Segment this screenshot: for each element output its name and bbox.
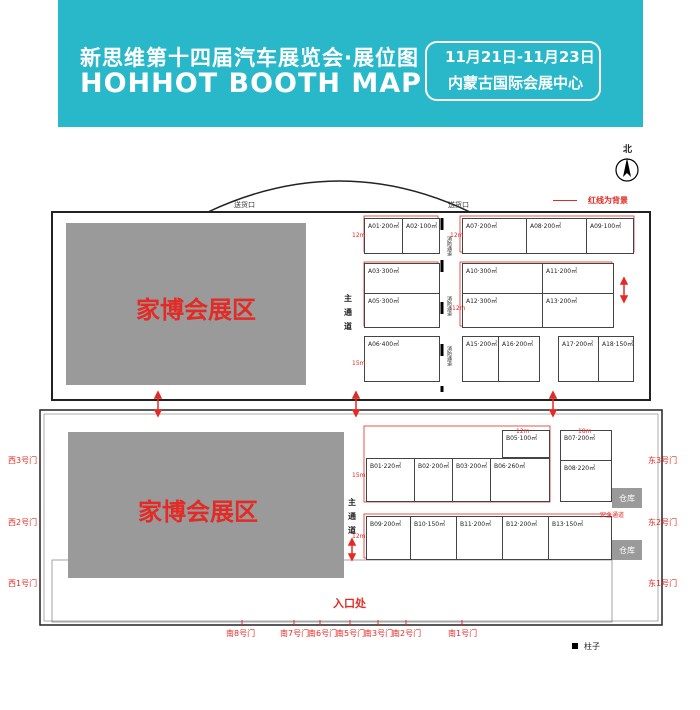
door-south7: 南7号门 [280,629,310,638]
booth-B08[interactable]: B08·220㎡ [560,460,612,502]
title-cn: 新思维第十四届汽车展览会·展位图 [80,46,419,70]
main-aisle-label-top: 主 通 道 [344,294,352,331]
booth-A10[interactable]: A10·300㎡ [462,263,544,295]
north-arrow-icon [615,158,639,182]
booth-B12[interactable]: B12·200㎡ [502,516,550,560]
title-en: HOHHOT BOOTH MAP [80,68,422,99]
booth-A05[interactable]: A05·300㎡ [364,293,440,328]
event-dates: 11月21日-11月23日 [445,48,595,66]
fire-lane-label-3: 消防通道 [446,346,452,366]
dim-label: 12m [352,533,366,540]
dim-label: 12m [452,305,466,312]
main-aisle-label-bottom: 主 通 道 [348,498,356,535]
door-east2: 东2号门 [648,518,678,527]
booth-A13[interactable]: A13·200㎡ [542,293,614,328]
red-line-legend-label: 红线为背景 [588,196,628,205]
booth-B01[interactable]: B01·220㎡ [366,458,416,502]
door-west2: 西2号门 [8,518,38,527]
door-west3: 西3号门 [8,456,38,465]
home-expo-zone-top [66,223,306,385]
date-box [425,41,601,101]
door-south8: 南8号门 [226,629,256,638]
storage-room-2: 仓库 [612,540,642,560]
booth-B06[interactable]: B06·260㎡ [490,458,550,502]
booth-A18[interactable]: A18·150㎡ [598,336,634,382]
dim-label: 15m [352,360,366,367]
home-expo-label-bottom: 家博会展区 [138,498,258,526]
door-south2: 南2号门 [392,629,422,638]
booth-A01[interactable]: A01·200㎡ [364,218,404,254]
home-expo-zone-bottom [68,432,344,578]
dim-label: 15m [352,472,366,479]
door-south5: 南5号门 [336,629,366,638]
booth-A09[interactable]: A09·100㎡ [586,218,634,254]
loading-dock-right: 送货口 [448,201,469,209]
door-east1: 东1号门 [648,579,678,588]
booth-A06[interactable]: A06·400㎡ [364,336,440,382]
booth-B02[interactable]: B02·200㎡ [414,458,454,502]
event-venue: 内蒙古国际会展中心 [448,74,584,92]
dim-label: 12m [352,232,366,239]
dim-label: 18m [578,428,592,435]
fire-lane-label-2: 消防通道 [446,296,452,316]
header-banner [58,0,643,127]
door-south1: 南1号门 [448,629,478,638]
storage-room-1: 仓库 [612,488,642,508]
dim-label: 12m [450,232,464,239]
booth-A07[interactable]: A07·200㎡ [462,218,528,254]
booth-B03[interactable]: B03·200㎡ [452,458,492,502]
booth-A08[interactable]: A08·200㎡ [526,218,588,254]
booth-A17[interactable]: A17·200㎡ [558,336,600,382]
dim-label: 12m [516,428,530,435]
booth-B07[interactable]: B07·200㎡ [560,430,612,462]
booth-B11[interactable]: B11·200㎡ [456,516,504,560]
north-label: 北 [623,145,633,155]
booth-B05[interactable]: B05·100㎡ [502,430,550,458]
booth-B09[interactable]: B09·200㎡ [366,516,412,560]
booth-A03[interactable]: A03·300㎡ [364,263,440,295]
loading-dock-left: 送货口 [234,201,255,209]
pillar-legend-label: 柱子 [584,642,600,651]
booth-A11[interactable]: A11·200㎡ [542,263,614,295]
booth-B13[interactable]: B13·150㎡ [548,516,612,560]
booth-B10[interactable]: B10·150㎡ [410,516,458,560]
booth-A12[interactable]: A12·300㎡ [462,293,544,328]
booth-A15[interactable]: A15·200㎡ [462,336,500,382]
booth-A02[interactable]: A02·100㎡ [402,218,440,254]
door-south3: 南3号门 [364,629,394,638]
door-east3: 东3号门 [648,456,678,465]
door-south6: 南6号门 [308,629,338,638]
entrance-label: 入口处 [333,597,366,610]
home-expo-label-top: 家博会展区 [136,296,256,324]
red-line-legend-swatch [553,200,577,201]
door-west1: 西1号门 [8,579,38,588]
fire-lane-label-1: 消防通道 [446,236,452,256]
booth-A16[interactable]: A16·200㎡ [498,336,540,382]
safety-exit-label: 安全通道 [600,512,625,519]
